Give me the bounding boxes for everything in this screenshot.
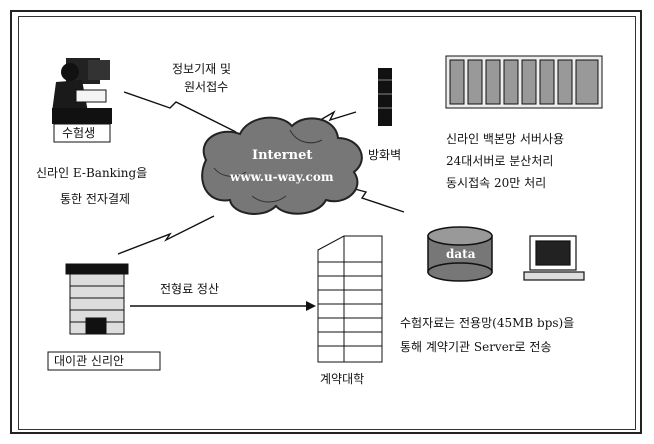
server-desc-3: 동시접속 20만 처리 <box>446 176 547 190</box>
computer-icon <box>523 235 585 281</box>
internet-label: Internet <box>252 148 313 163</box>
diagram-frame <box>18 16 636 430</box>
database-label: data <box>446 247 476 261</box>
cloud-icon <box>201 116 363 215</box>
bank-label: 대이관 신리안 <box>54 354 125 368</box>
server-rack-icon <box>445 55 603 109</box>
contract-label: 계약대학 <box>320 372 365 386</box>
applicant-icon <box>52 58 112 124</box>
send-desc-1: 수험자료는 전용망(45MB bps)을 <box>400 316 575 330</box>
server-desc-1: 신라인 백본망 서버사용 <box>446 132 565 146</box>
transfer-label: 전형료 정산 <box>160 282 220 296</box>
info-collect-label: 정보기재 및 <box>172 62 232 76</box>
info-collect-label-2: 원서접수 <box>184 80 229 94</box>
database-icon <box>427 226 493 282</box>
server-desc-2: 24대서버로 분산처리 <box>446 154 554 168</box>
internet-url-label: www.u-way.com <box>230 170 334 184</box>
bank-building-icon <box>65 263 129 335</box>
firewall-label: 방화벽 <box>368 148 402 162</box>
send-desc-2: 통해 계약기관 Server로 전송 <box>400 340 552 354</box>
bank-label-box <box>47 351 161 371</box>
applicant-desc-1: 신라인 E-Banking을 <box>36 166 148 180</box>
firewall-icon <box>378 68 392 126</box>
applicant-label-box <box>53 123 111 143</box>
contract-server-icon <box>317 235 383 363</box>
outer-frame <box>10 10 642 434</box>
transfer-arrow <box>130 301 316 311</box>
applicant-label: 수험생 <box>62 126 96 140</box>
applicant-desc-2: 통한 전자결제 <box>60 192 131 206</box>
